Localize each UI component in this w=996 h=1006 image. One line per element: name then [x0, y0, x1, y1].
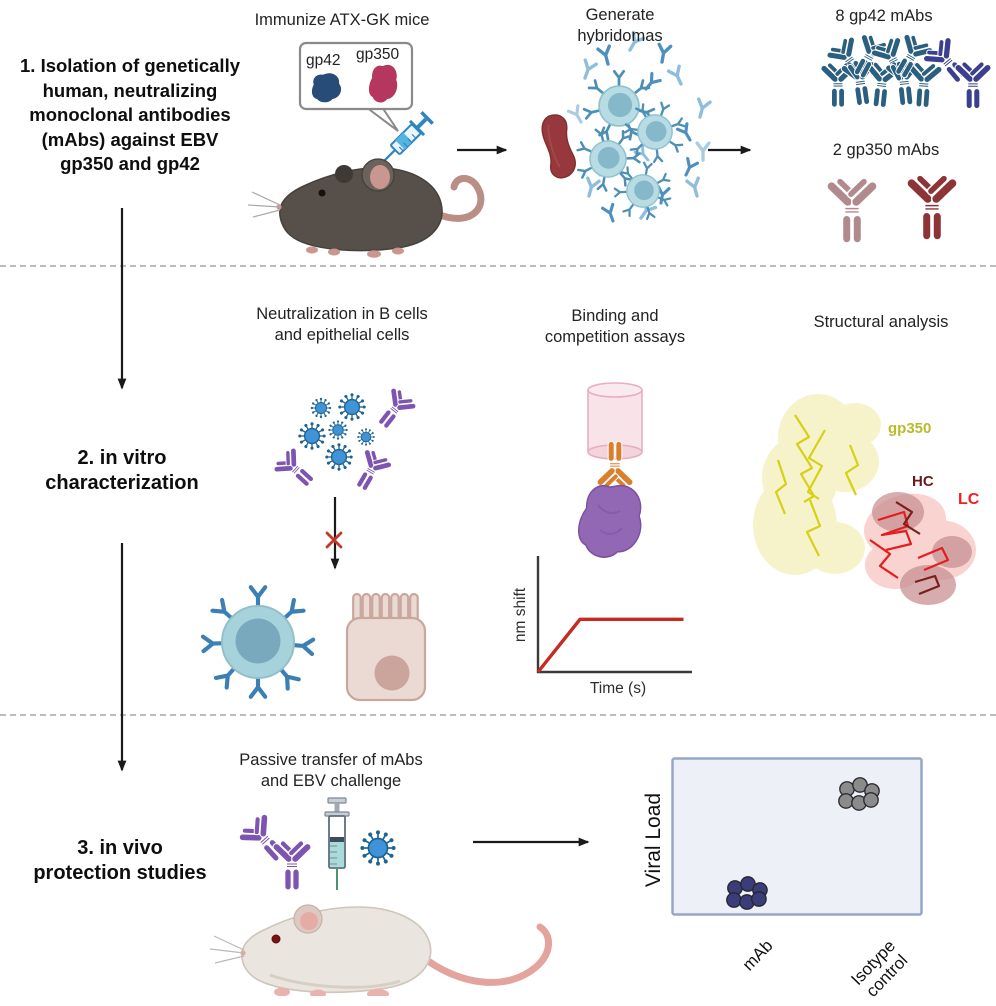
biosensor-icon: [587, 382, 643, 460]
transfer-title: Passive transfer of mAbs and EBV challen…: [239, 751, 423, 791]
b-cell-icon: [203, 587, 313, 697]
binding-title: Binding and competition assays: [544, 307, 686, 347]
immunize-title: Immunize ATX-GK mice: [254, 11, 430, 29]
kinetics-xlabel: Time (s): [589, 680, 647, 697]
kinetics-ylabel: nm shift: [512, 587, 529, 643]
structure-gp350-label: gp350: [888, 420, 932, 437]
epithelial-cell-icon: [345, 592, 427, 702]
viral-load-dots: [726, 777, 880, 910]
challenge-syringe-icon: [324, 797, 350, 890]
step1-label: 1. Isolation of genetically human, neutr…: [20, 55, 240, 175]
gp350-mab-pair: [824, 170, 960, 244]
gp350-antigen-blob: [367, 62, 401, 105]
kinetics-line: [536, 617, 684, 674]
viral-load-dot: [727, 880, 743, 896]
neutralization-title: Neutralization in B cells and epithelial…: [256, 305, 428, 345]
neutralization-x-icon: [325, 531, 343, 549]
viral-load-dot: [740, 876, 756, 892]
mouse-icon: [247, 158, 485, 258]
viral-load-ylabel: Viral Load: [642, 792, 665, 888]
viral-load-xlabel-mab: mAb: [738, 936, 777, 975]
viral-load-dot: [851, 795, 867, 811]
viral-load-dot: [839, 781, 855, 797]
structure-lc-label: LC: [958, 491, 980, 508]
kinetics-chart: [536, 556, 692, 674]
viral-load-dot: [852, 777, 868, 793]
gp42-mabs-title: 8 gp42 mAbs: [835, 7, 933, 25]
viral-load-dot: [726, 892, 742, 908]
syringe-icon: [382, 111, 434, 163]
hybridoma-cell-icon: [569, 121, 646, 197]
viral-load-dot: [739, 894, 755, 910]
viral-load-dot: [752, 882, 768, 898]
section-divider-2: [0, 714, 996, 716]
flow-arrows: [117, 145, 752, 847]
viral-load-dot: [838, 793, 854, 809]
viral-load-xlabel-isotype: Isotype control: [847, 936, 912, 1001]
hybridomas-title: Generate hybridomas: [577, 6, 663, 46]
bubble-gp350-label: gp350: [356, 46, 400, 63]
bubble-gp42-label: gp42: [306, 52, 341, 69]
section-divider-1: [0, 265, 996, 267]
structure-hc-label: HC: [912, 473, 934, 490]
gp42-antigen-blob: [311, 73, 342, 103]
capture-antibody-icon: [595, 440, 635, 492]
transfer-mab-pair: [232, 807, 313, 891]
challenge-mouse-icon: [209, 904, 552, 996]
hybridoma-cell-icon: [617, 94, 693, 169]
structure-graphic: [753, 394, 976, 605]
spleen-icon: [541, 114, 576, 179]
viral-load-plot: [671, 757, 923, 916]
gp350-mabs-title: 2 gp350 mAbs: [832, 141, 940, 159]
antigen-blob-icon: [572, 477, 650, 566]
viral-load-dot: [864, 783, 880, 799]
step3-label: 3. in vivo protection studies: [33, 837, 207, 884]
secreted-antibodies: [566, 30, 712, 225]
virus-antibody-mix: [268, 382, 422, 498]
ebv-virus-icon: [360, 830, 395, 865]
step2-label: 2. in vitro characterization: [45, 447, 199, 494]
viral-load-dot: [751, 891, 767, 907]
gp42-mab-cluster: [819, 27, 993, 110]
viral-load-dot: [863, 792, 879, 808]
structural-title: Structural analysis: [813, 313, 949, 331]
hybridoma-cell-icon: [584, 71, 654, 139]
hybridoma-cell-icon: [611, 158, 676, 222]
